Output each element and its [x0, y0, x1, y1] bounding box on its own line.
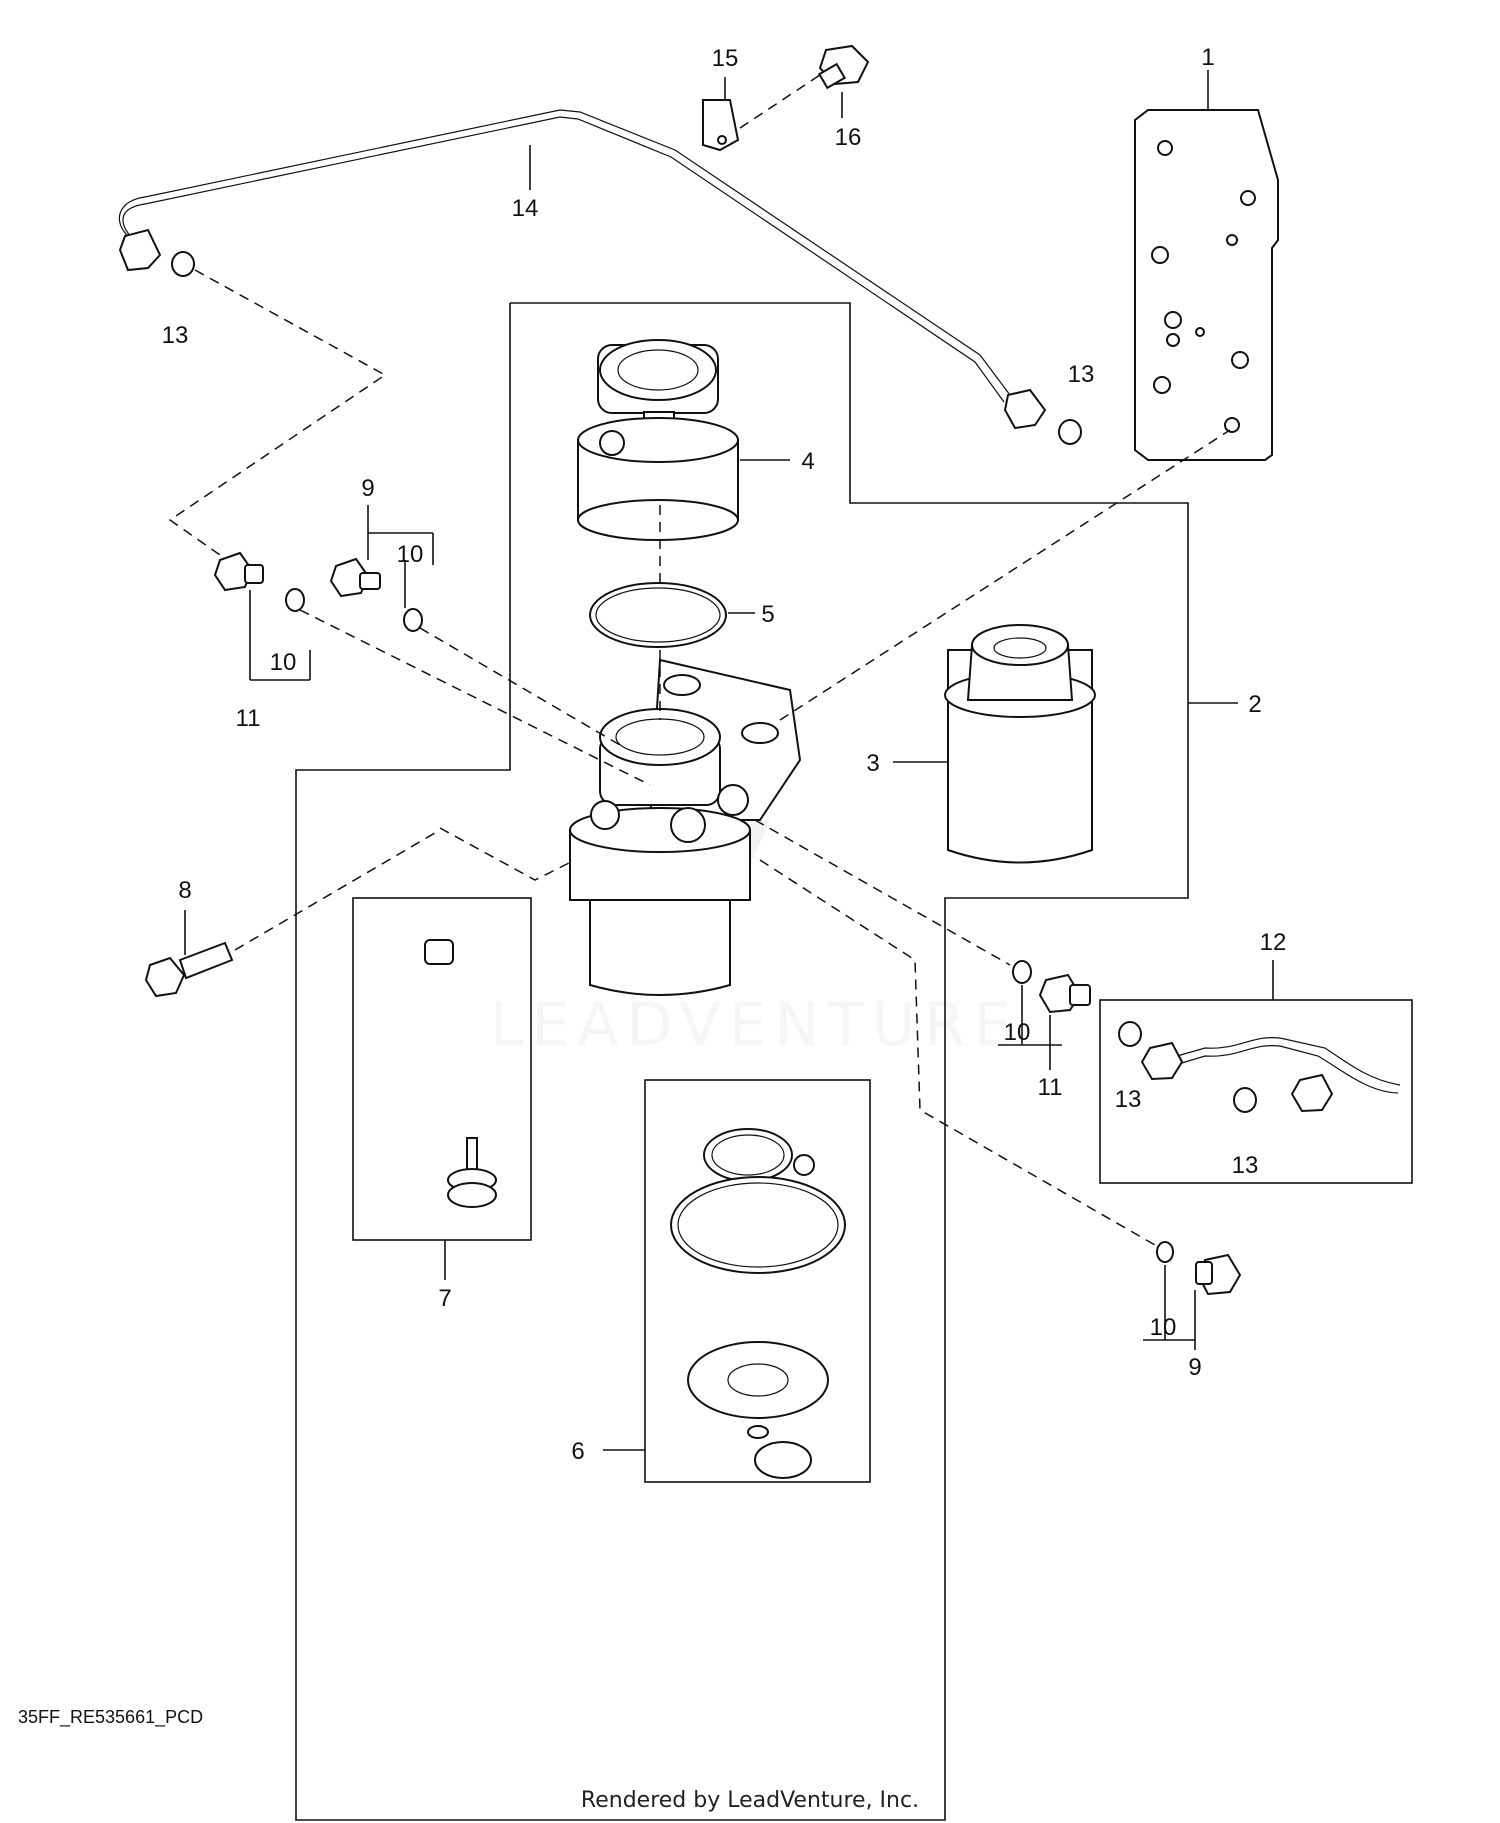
- plug-9-left: [329, 557, 381, 598]
- filter-element-3: [944, 624, 1096, 864]
- callout-10-right-bottom: 10: [1150, 1314, 1177, 1341]
- washer-10-right-top: [1012, 960, 1032, 984]
- callout-13-top-left: 13: [162, 322, 189, 349]
- callout-6: 6: [571, 1438, 584, 1465]
- callout-3: 3: [866, 750, 879, 777]
- drain-valve-parts: [424, 939, 497, 1208]
- washer-13-left: [171, 251, 195, 277]
- filter-head-assembly: [569, 658, 802, 996]
- filter-cap-4: [577, 339, 739, 541]
- callout-10-right-top: 10: [1004, 1019, 1031, 1046]
- washer-13-right: [1058, 419, 1082, 445]
- footer-credit: Rendered by LeadVenture, Inc.: [581, 1788, 919, 1813]
- washer-10-left-b: [403, 608, 423, 632]
- drawing-code: 35FF_RE535661_PCD: [18, 1707, 203, 1728]
- fuel-line-nut-right: [1003, 388, 1047, 430]
- callout-15: 15: [712, 45, 739, 72]
- kit-box-12: [1099, 999, 1413, 1184]
- bolt-8: [144, 941, 234, 998]
- callout-11-left: 11: [236, 705, 261, 732]
- mounting-plate: [1134, 109, 1279, 461]
- fuel-line-nut-left: [118, 228, 162, 272]
- callout-11-right: 11: [1038, 1074, 1063, 1101]
- clamp-15: [702, 99, 740, 152]
- watermark-text: LEADVENTURE: [490, 990, 1020, 1060]
- callout-16: 16: [835, 124, 862, 151]
- callout-7: 7: [438, 1285, 451, 1312]
- callout-8: 8: [178, 877, 191, 904]
- fuel-line-12: [1118, 1021, 1401, 1113]
- callout-2: 2: [1248, 691, 1261, 718]
- callout-1: 1: [1201, 44, 1214, 71]
- kit-box-7: [352, 897, 532, 1241]
- o-ring-5: [589, 582, 727, 648]
- callout-13-kit-right: 13: [1232, 1152, 1259, 1179]
- callout-14: 14: [512, 195, 539, 222]
- fitting-11-left: [213, 551, 264, 592]
- callout-10-left-bottom: 10: [270, 649, 297, 676]
- callout-13-top-right: 13: [1068, 361, 1095, 388]
- plug-9-right: [1195, 1253, 1242, 1296]
- fuel-line-14: [118, 109, 1047, 430]
- callout-13-kit-left: 13: [1115, 1086, 1142, 1113]
- watermark-logo: LEADVENTURE: [490, 820, 1020, 1060]
- fitting-11-right: [1038, 973, 1091, 1014]
- washer-10-left-a: [285, 588, 305, 612]
- kit-outline-2: [295, 302, 1189, 1821]
- bolt-16: [817, 44, 870, 90]
- callout-9-right: 9: [1188, 1354, 1201, 1381]
- kit-box-6: [644, 1079, 871, 1483]
- callout-12: 12: [1260, 929, 1287, 956]
- seal-kit-parts: [670, 1128, 846, 1479]
- callout-4: 4: [801, 448, 814, 475]
- callout-10-left-top: 10: [397, 541, 424, 568]
- callout-5: 5: [761, 601, 774, 628]
- washer-10-right-bottom: [1156, 1241, 1174, 1263]
- callout-9-left: 9: [361, 475, 374, 502]
